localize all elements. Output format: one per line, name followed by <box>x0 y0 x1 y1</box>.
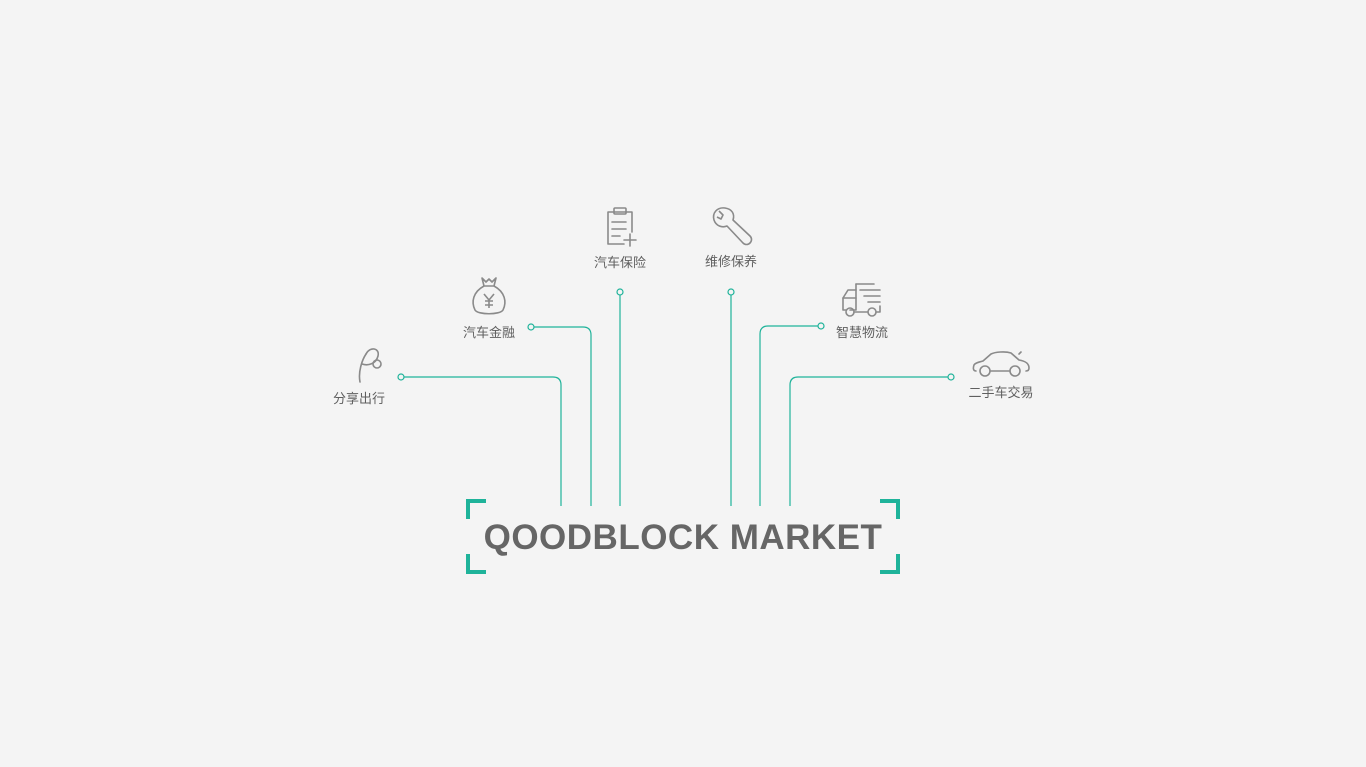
node-maintenance[interactable]: 维修保养 <box>691 205 771 270</box>
frame-corner-bottom-right <box>880 554 900 574</box>
node-finance[interactable]: 汽车金融 <box>449 274 529 341</box>
node-label-used-car: 二手车交易 <box>968 386 1034 401</box>
frame-corner-top-left <box>466 499 486 519</box>
node-label-finance: 汽车金融 <box>462 326 515 341</box>
node-label-logistics: 智慧物流 <box>835 326 888 341</box>
connector-dot-finance <box>527 323 535 331</box>
connector-dot-sharing <box>397 373 405 381</box>
node-label-maintenance: 维修保养 <box>704 255 757 270</box>
node-insurance[interactable]: 汽车保险 <box>580 206 660 271</box>
wrench-icon <box>712 207 753 246</box>
node-label-sharing: 分享出行 <box>332 392 385 407</box>
connector-dot-maintenance <box>727 288 735 296</box>
node-used-car[interactable]: 二手车交易 <box>956 348 1046 401</box>
connector-dot-insurance <box>616 288 624 296</box>
market-title: QOODBLOCK MARKET <box>483 518 883 557</box>
connector-used-car <box>789 376 948 506</box>
connector-sharing <box>404 376 562 506</box>
clipboard-plus-icon <box>607 207 637 247</box>
node-label-insurance: 汽车保险 <box>593 256 646 271</box>
share-ride-icon <box>358 348 382 383</box>
car-icon <box>972 351 1030 377</box>
frame-corner-bottom-left <box>466 554 486 574</box>
node-logistics[interactable]: 智慧物流 <box>822 280 902 341</box>
connector-logistics <box>759 325 818 506</box>
connector-dot-logistics <box>817 322 825 330</box>
node-sharing[interactable]: 分享出行 <box>319 342 399 407</box>
money-bag-icon <box>472 277 506 315</box>
connector-dot-used-car <box>947 373 955 381</box>
truck-icon <box>842 283 881 317</box>
connector-finance <box>534 326 592 506</box>
frame-corner-top-right <box>880 499 900 519</box>
